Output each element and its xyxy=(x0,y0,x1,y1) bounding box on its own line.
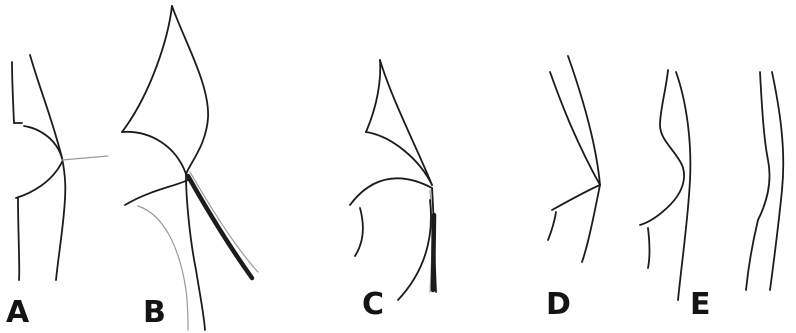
panel-d-drawing xyxy=(548,56,600,262)
panel-b-drawing xyxy=(122,6,258,330)
panel-e-drawing-right xyxy=(746,72,783,290)
panel-label-a: A xyxy=(6,295,30,330)
panel-label-c: C xyxy=(362,287,384,322)
panel-label-e: E xyxy=(690,287,711,322)
panel-a-drawing xyxy=(12,55,108,280)
panel-label-d: D xyxy=(546,287,571,322)
panel-e-drawing-left xyxy=(640,70,690,300)
panel-label-b: B xyxy=(143,295,166,330)
panel-c-drawing xyxy=(350,60,436,300)
